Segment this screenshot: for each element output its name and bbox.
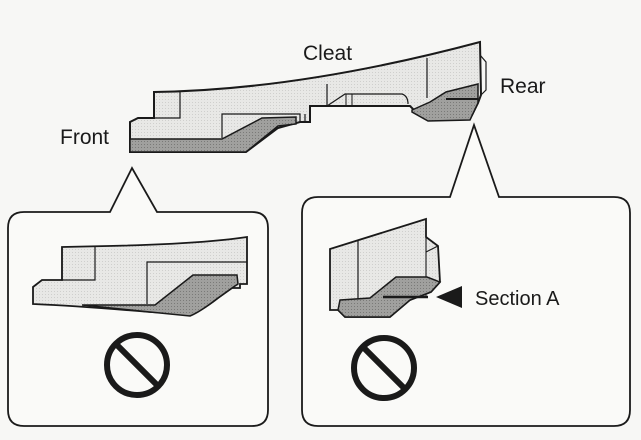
section-arrow-icon bbox=[436, 286, 462, 308]
rear-no-symbol-icon bbox=[351, 335, 417, 401]
front-detail-callout bbox=[7, 166, 269, 427]
cleat-label: Cleat bbox=[303, 42, 352, 65]
cleat-main-shape bbox=[129, 40, 487, 153]
rear-detail-callout bbox=[301, 122, 631, 427]
rear-label: Rear bbox=[500, 75, 546, 98]
front-no-symbol-icon bbox=[104, 332, 170, 398]
front-label: Front bbox=[60, 126, 109, 149]
section-a-label: Section A bbox=[475, 288, 560, 310]
